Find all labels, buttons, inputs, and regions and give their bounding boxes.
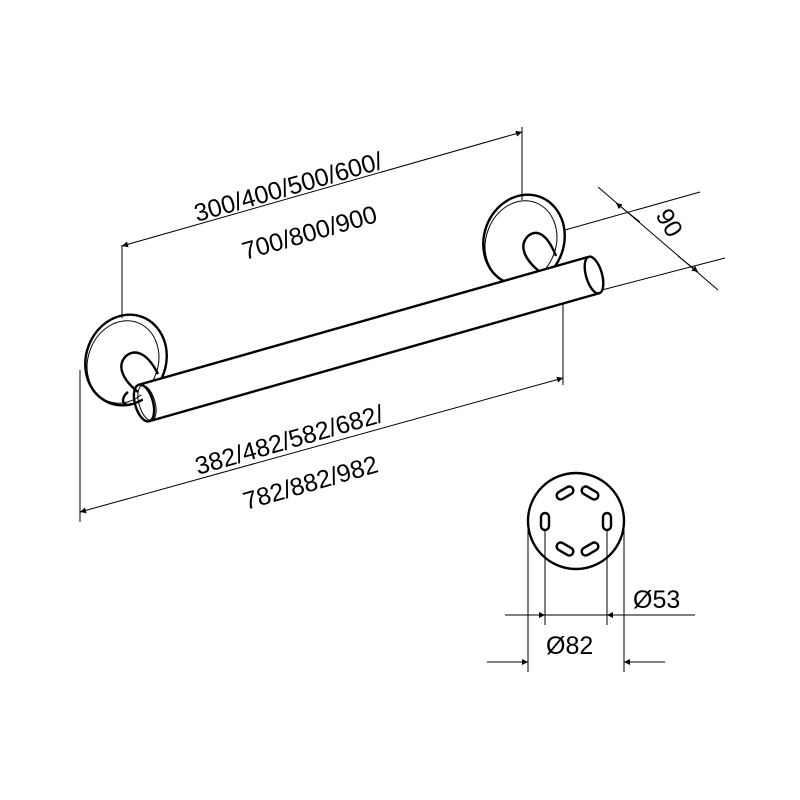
hole-circle-diameter-label: Ø53 [633,586,680,614]
rosette-diameter-label: Ø82 [546,632,593,660]
mounting-slot [601,511,613,532]
center-distance-label-2: 700/800/900 [239,201,380,266]
rosette-plan-view: Ø53 Ø82 [487,471,695,672]
grab-bar-tube [132,255,605,423]
center-distance-dimension: 300/400/500/600/ 700/800/900 [121,127,523,318]
mounting-slot [539,511,551,532]
